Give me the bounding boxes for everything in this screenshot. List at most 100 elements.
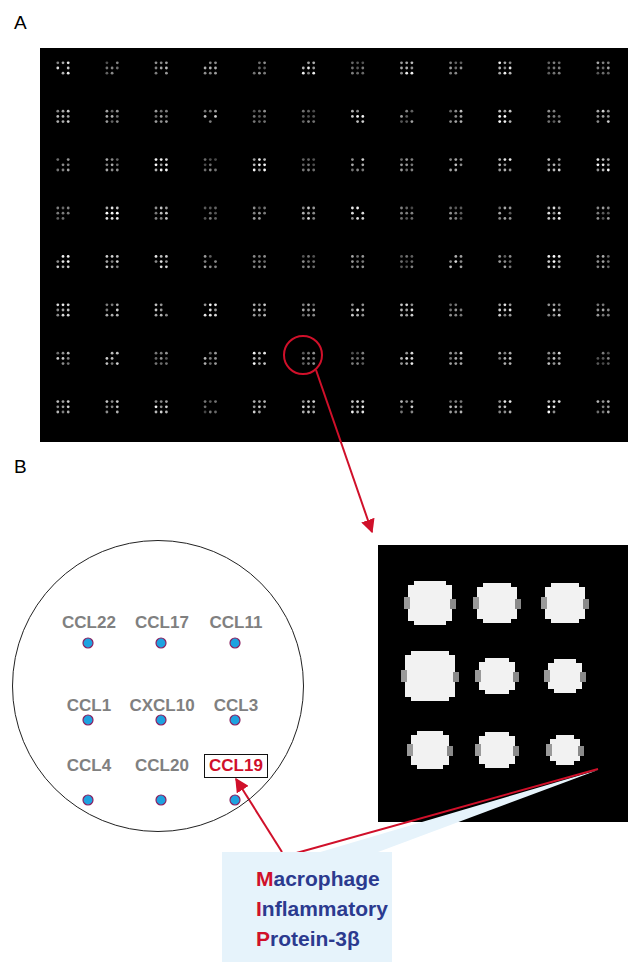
array-spot [116, 212, 119, 215]
array-spot [454, 212, 457, 215]
array-spot [509, 212, 512, 215]
array-spot [351, 72, 354, 75]
array-spot [214, 357, 217, 360]
array-spot [106, 217, 109, 220]
array-spots [56, 61, 609, 413]
array-spot [351, 357, 354, 360]
array-spot [160, 411, 163, 414]
array-spot [307, 352, 310, 355]
array-spot [547, 357, 550, 360]
array-spot [547, 67, 550, 70]
array-spot [165, 400, 168, 403]
array-spot [607, 400, 610, 403]
array-spot [67, 352, 70, 355]
array-spot [351, 314, 354, 317]
array-spot [56, 67, 59, 70]
array-spot [504, 110, 507, 113]
array-spot [307, 255, 310, 258]
array-spot [160, 260, 163, 263]
array-spot [449, 362, 452, 365]
array-spot [155, 303, 158, 306]
array-spot [204, 115, 207, 118]
array-spot [312, 400, 315, 403]
array-spot [509, 352, 512, 355]
array-spot [165, 357, 168, 360]
array-spot [160, 303, 163, 306]
array-spot [454, 217, 457, 220]
array-spot [460, 207, 463, 210]
zoom-spot [475, 670, 481, 682]
array-spot [67, 163, 70, 166]
array-spot [504, 405, 507, 408]
array-spot [449, 260, 452, 263]
array-spot [67, 303, 70, 306]
array-spot [56, 265, 59, 268]
array-spot [400, 260, 403, 263]
array-spot [111, 158, 114, 161]
array-spot [607, 72, 610, 75]
chemokine-label: CCL20 [135, 756, 189, 776]
array-spot [106, 67, 109, 70]
array-spot [263, 72, 266, 75]
array-spot [253, 309, 256, 312]
array-spot [547, 362, 550, 365]
array-spot [553, 61, 556, 64]
array-spot [460, 212, 463, 215]
array-spot [258, 303, 261, 306]
array-spot [547, 207, 550, 210]
array-spot [558, 352, 561, 355]
array-spot [106, 405, 109, 408]
array-spot [405, 158, 408, 161]
array-spot [204, 217, 207, 220]
array-spot [361, 405, 364, 408]
array-spot [214, 260, 217, 263]
array-spot [361, 352, 364, 355]
array-spot [258, 212, 261, 215]
array-spot [405, 120, 408, 123]
array-spot [411, 212, 414, 215]
array-spot [460, 352, 463, 355]
array-spot [62, 362, 65, 365]
array-spot [214, 303, 217, 306]
array-spot [509, 217, 512, 220]
array-spot [449, 352, 452, 355]
array-spot [454, 207, 457, 210]
array-spot [449, 207, 452, 210]
array-spot [597, 411, 600, 414]
array-spot [263, 169, 266, 172]
array-spot [597, 314, 600, 317]
array-spot [356, 314, 359, 317]
array-spot [449, 400, 452, 403]
array-spot [405, 314, 408, 317]
array-spot [607, 255, 610, 258]
array-spot [263, 400, 266, 403]
array-spot [351, 115, 354, 118]
array-spot [160, 115, 163, 118]
array-spot [460, 265, 463, 268]
array-spot [607, 110, 610, 113]
array-spot [460, 163, 463, 166]
array-spot [111, 303, 114, 306]
array-spot [155, 67, 158, 70]
array-spot [553, 352, 556, 355]
array-spot [449, 357, 452, 360]
array-spot [504, 115, 507, 118]
array-spot [498, 61, 501, 64]
array-spot [155, 400, 158, 403]
array-spot [214, 207, 217, 210]
array-spot [460, 314, 463, 317]
array-spot [405, 309, 408, 312]
array-spot [449, 309, 452, 312]
array-spot [411, 352, 414, 355]
array-spot [116, 314, 119, 317]
array-spot [356, 362, 359, 365]
array-spot [498, 411, 501, 414]
array-spot [460, 260, 463, 263]
array-spot [263, 207, 266, 210]
array-spot [356, 115, 359, 118]
array-spot [204, 260, 207, 263]
array-spot [547, 163, 550, 166]
array-spot [509, 169, 512, 172]
array-spot [155, 352, 158, 355]
